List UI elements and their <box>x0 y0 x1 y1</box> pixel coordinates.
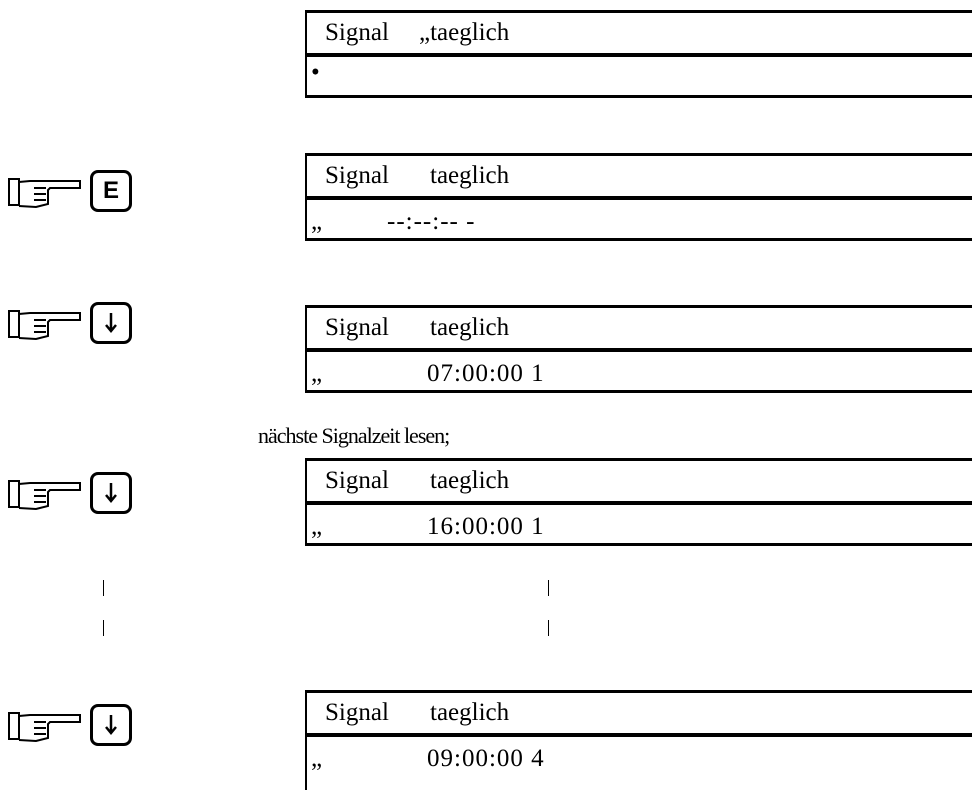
arrow-down-icon <box>105 483 117 503</box>
lcd-title: Signal <box>325 19 389 46</box>
pointing-hand-icon <box>8 712 81 743</box>
pointing-hand-icon <box>8 480 81 511</box>
lcd-time: 07:00:00 1 <box>427 360 545 387</box>
lcd-title: Signal <box>325 699 389 726</box>
arrow-down-key[interactable] <box>90 704 132 746</box>
lcd-title: Signal <box>325 467 389 494</box>
pointing-hand-icon <box>8 178 81 209</box>
pointing-hand-icon <box>8 310 81 341</box>
lcd-separator <box>307 53 972 57</box>
lcd-mode: taeglich <box>430 162 510 189</box>
lcd-display-1: Signal „taeglich • <box>305 10 972 98</box>
lcd-marker: „ <box>311 208 323 235</box>
lcd-separator <box>307 733 972 737</box>
arrow-down-icon <box>105 313 117 333</box>
lcd-mode: „taeglich <box>419 19 510 46</box>
step-down-2 <box>8 472 143 522</box>
continuation-dash <box>103 620 104 636</box>
lcd-title: Signal <box>325 314 389 341</box>
continuation-dash <box>548 620 549 636</box>
lcd-display-2: Signal taeglich „ --:--:-- - <box>305 153 972 241</box>
lcd-marker: „ <box>311 513 323 540</box>
lcd-mode: taeglich <box>430 467 510 494</box>
continuation-dash <box>103 580 104 596</box>
step-down-3 <box>8 704 143 754</box>
arrow-down-key[interactable] <box>90 472 132 514</box>
lcd-marker: „ <box>311 360 323 387</box>
lcd-display-3: Signal taeglich „ 07:00:00 1 <box>305 305 972 393</box>
enter-key[interactable]: E <box>90 170 132 212</box>
continuation-dash <box>548 580 549 596</box>
step-down-1 <box>8 302 143 352</box>
lcd-cursor: • <box>311 59 320 86</box>
lcd-title: Signal <box>325 162 389 189</box>
lcd-display-5: Signal taeglich „ 09:00:00 4 <box>305 690 972 790</box>
lcd-time: --:--:-- - <box>387 208 476 235</box>
lcd-mode: taeglich <box>430 699 510 726</box>
lcd-marker: „ <box>311 745 323 772</box>
lcd-time: 09:00:00 4 <box>427 745 545 772</box>
step-caption: nächste Signalzeit lesen; <box>258 423 450 448</box>
lcd-time: 16:00:00 1 <box>427 513 545 540</box>
arrow-down-icon <box>105 715 117 735</box>
lcd-display-4: Signal taeglich „ 16:00:00 1 <box>305 458 972 546</box>
arrow-down-key[interactable] <box>90 302 132 344</box>
lcd-separator <box>307 501 972 505</box>
lcd-separator <box>307 196 972 200</box>
step-enter: E <box>8 170 143 220</box>
lcd-mode: taeglich <box>430 314 510 341</box>
lcd-separator <box>307 348 972 352</box>
